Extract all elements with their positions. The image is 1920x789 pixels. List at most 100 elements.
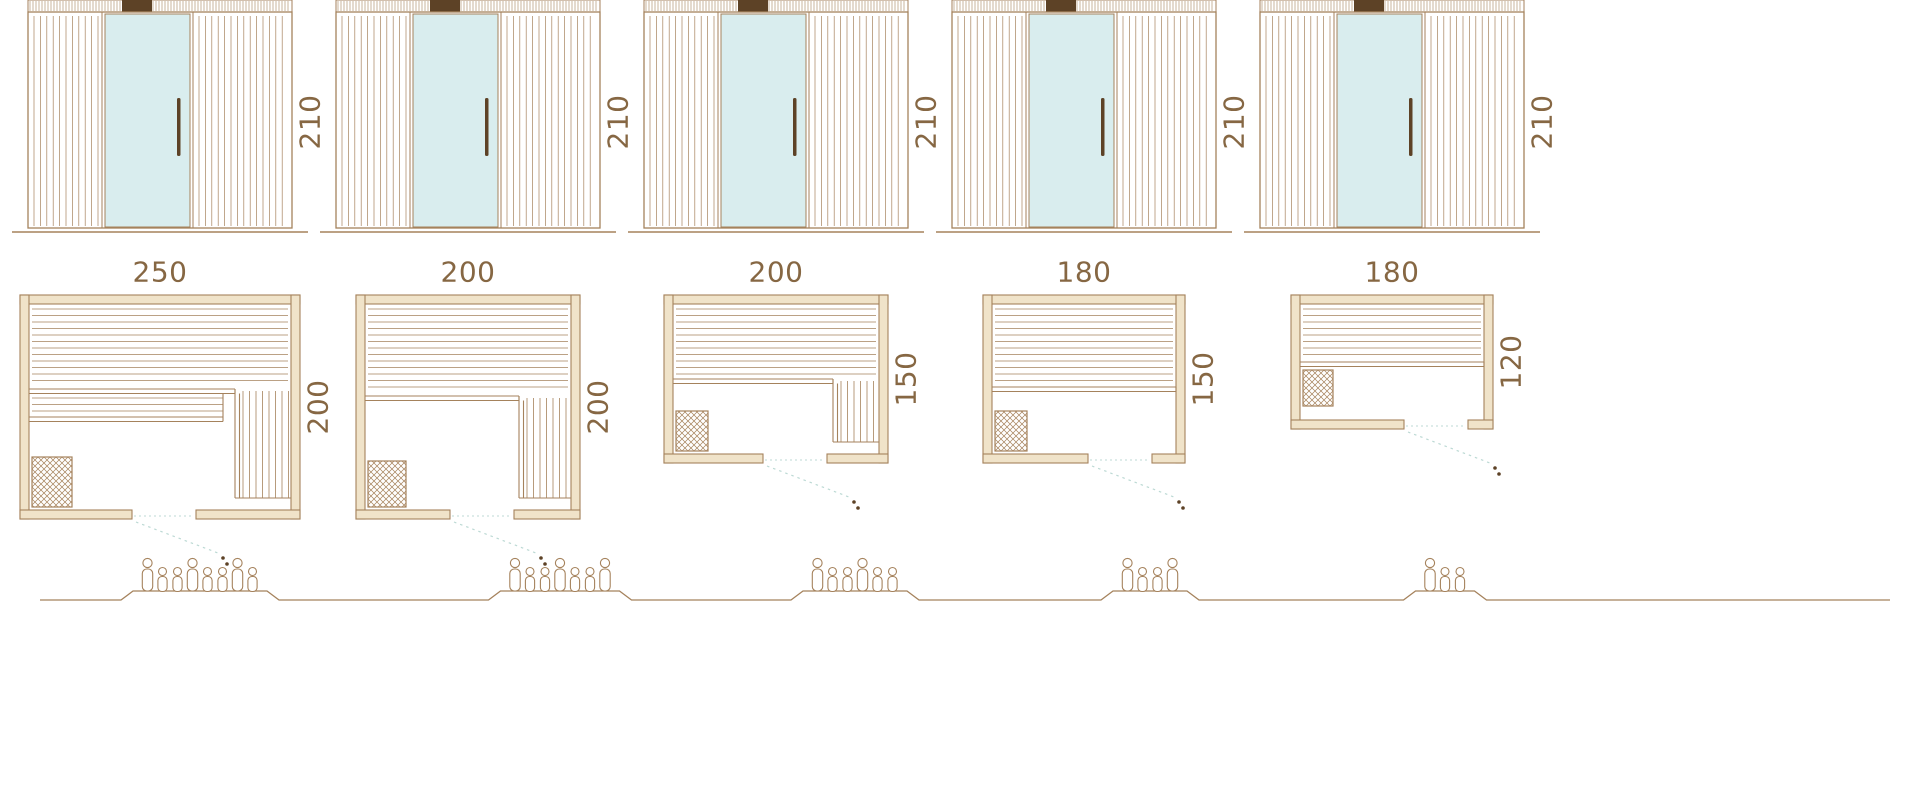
person-icon [202,566,213,593]
person-icon [1166,557,1179,592]
front-elevation-drawing [12,0,308,233]
person-icon [872,566,883,593]
person-icon [186,557,199,592]
capacity-group [141,557,258,593]
person-icon [827,566,838,593]
capacity-group [1121,557,1179,593]
person-icon [141,557,154,592]
door-handle [1409,98,1413,156]
floor-plan-drawing [355,294,581,566]
width-dimension-label: 180 [1056,255,1112,289]
lower-bench-tier [29,393,224,423]
person-icon [539,566,551,593]
front-elevation-drawing [628,0,924,233]
door-handle [485,98,489,156]
person-icon [524,566,536,593]
roof-band [643,0,909,13]
person-icon [1152,566,1163,593]
person-icon [842,566,853,593]
person-icon [1454,566,1466,593]
capacity-group [811,557,898,593]
depth-dimension-label: 150 [1186,351,1220,407]
roof-vent-mark [122,0,152,12]
person-icon [1424,557,1436,592]
roof-band [27,0,293,13]
door-swing-mark [852,500,856,504]
door-swing-mark [539,556,543,560]
person-icon [584,566,596,593]
door-swing-mark [225,562,229,566]
person-icon [811,557,824,592]
glass-door [412,13,499,228]
roof-band [1259,0,1525,13]
heater [675,410,709,452]
depth-dimension-label: 200 [581,379,615,435]
glass-door [1336,13,1423,228]
height-dimension-label: 210 [1525,94,1559,150]
depth-dimension-label: 120 [1494,334,1528,390]
glass-door [720,13,807,228]
front-elevation-drawing [1244,0,1540,233]
heater [1302,369,1334,407]
door-swing-mark [1177,500,1181,504]
side-bench [234,389,291,499]
door-swing-mark [856,506,860,510]
door-swing-mark [221,556,225,560]
person-icon [172,566,183,593]
floor-plan-drawing [663,294,889,510]
side-bench [832,379,879,443]
floor-plan-drawing [1290,294,1501,476]
capacity-figures-strip [40,557,1890,601]
sauna-model-column-5: 210 180 120 [1242,0,1559,660]
width-dimension-label: 200 [748,255,804,289]
roof-band [951,0,1217,13]
door-handle [177,98,181,156]
front-elevation-drawing [320,0,616,233]
sauna-model-column-1: 210 250 200 [10,0,335,660]
sauna-model-column-4: 210 180 150 [934,0,1251,660]
door-handle [793,98,797,156]
heater [994,410,1028,452]
capacity-group [1424,557,1466,593]
roof-vent-mark [1354,0,1384,12]
sauna-model-column-3: 210 200 150 [626,0,943,660]
depth-dimension-label: 150 [889,351,923,407]
person-icon [1137,566,1148,593]
heater [31,456,73,508]
back-bench [29,308,288,395]
person-icon [1121,557,1134,592]
door-swing-mark [1493,466,1497,470]
person-icon [157,566,168,593]
back-bench [1300,308,1485,368]
glass-door [1028,13,1115,228]
roof-vent-mark [430,0,460,12]
person-icon [1439,566,1451,593]
door-handle [1101,98,1105,156]
door-swing-mark [1181,506,1185,510]
width-dimension-label: 180 [1364,255,1420,289]
roof-band [335,0,601,13]
door-swing-mark [543,562,547,566]
glass-door [104,13,191,228]
back-bench [673,308,876,385]
front-elevation-drawing [936,0,1232,233]
roof-vent-mark [1046,0,1076,12]
floor-plan-drawing [982,294,1186,510]
heater [367,460,407,508]
roof-vent-mark [738,0,768,12]
person-icon [599,557,611,592]
width-dimension-label: 250 [132,255,188,289]
person-icon [569,566,581,593]
person-icon [554,557,566,592]
person-icon [231,557,244,592]
capacity-group [509,557,611,593]
person-icon [887,566,898,593]
floor-plan-drawing [19,294,301,566]
width-dimension-label: 200 [440,255,496,289]
person-icon [217,566,228,593]
back-bench [365,308,568,402]
back-bench [992,308,1177,393]
sauna-model-column-2: 210 200 200 [318,0,635,660]
side-bench [518,396,571,499]
